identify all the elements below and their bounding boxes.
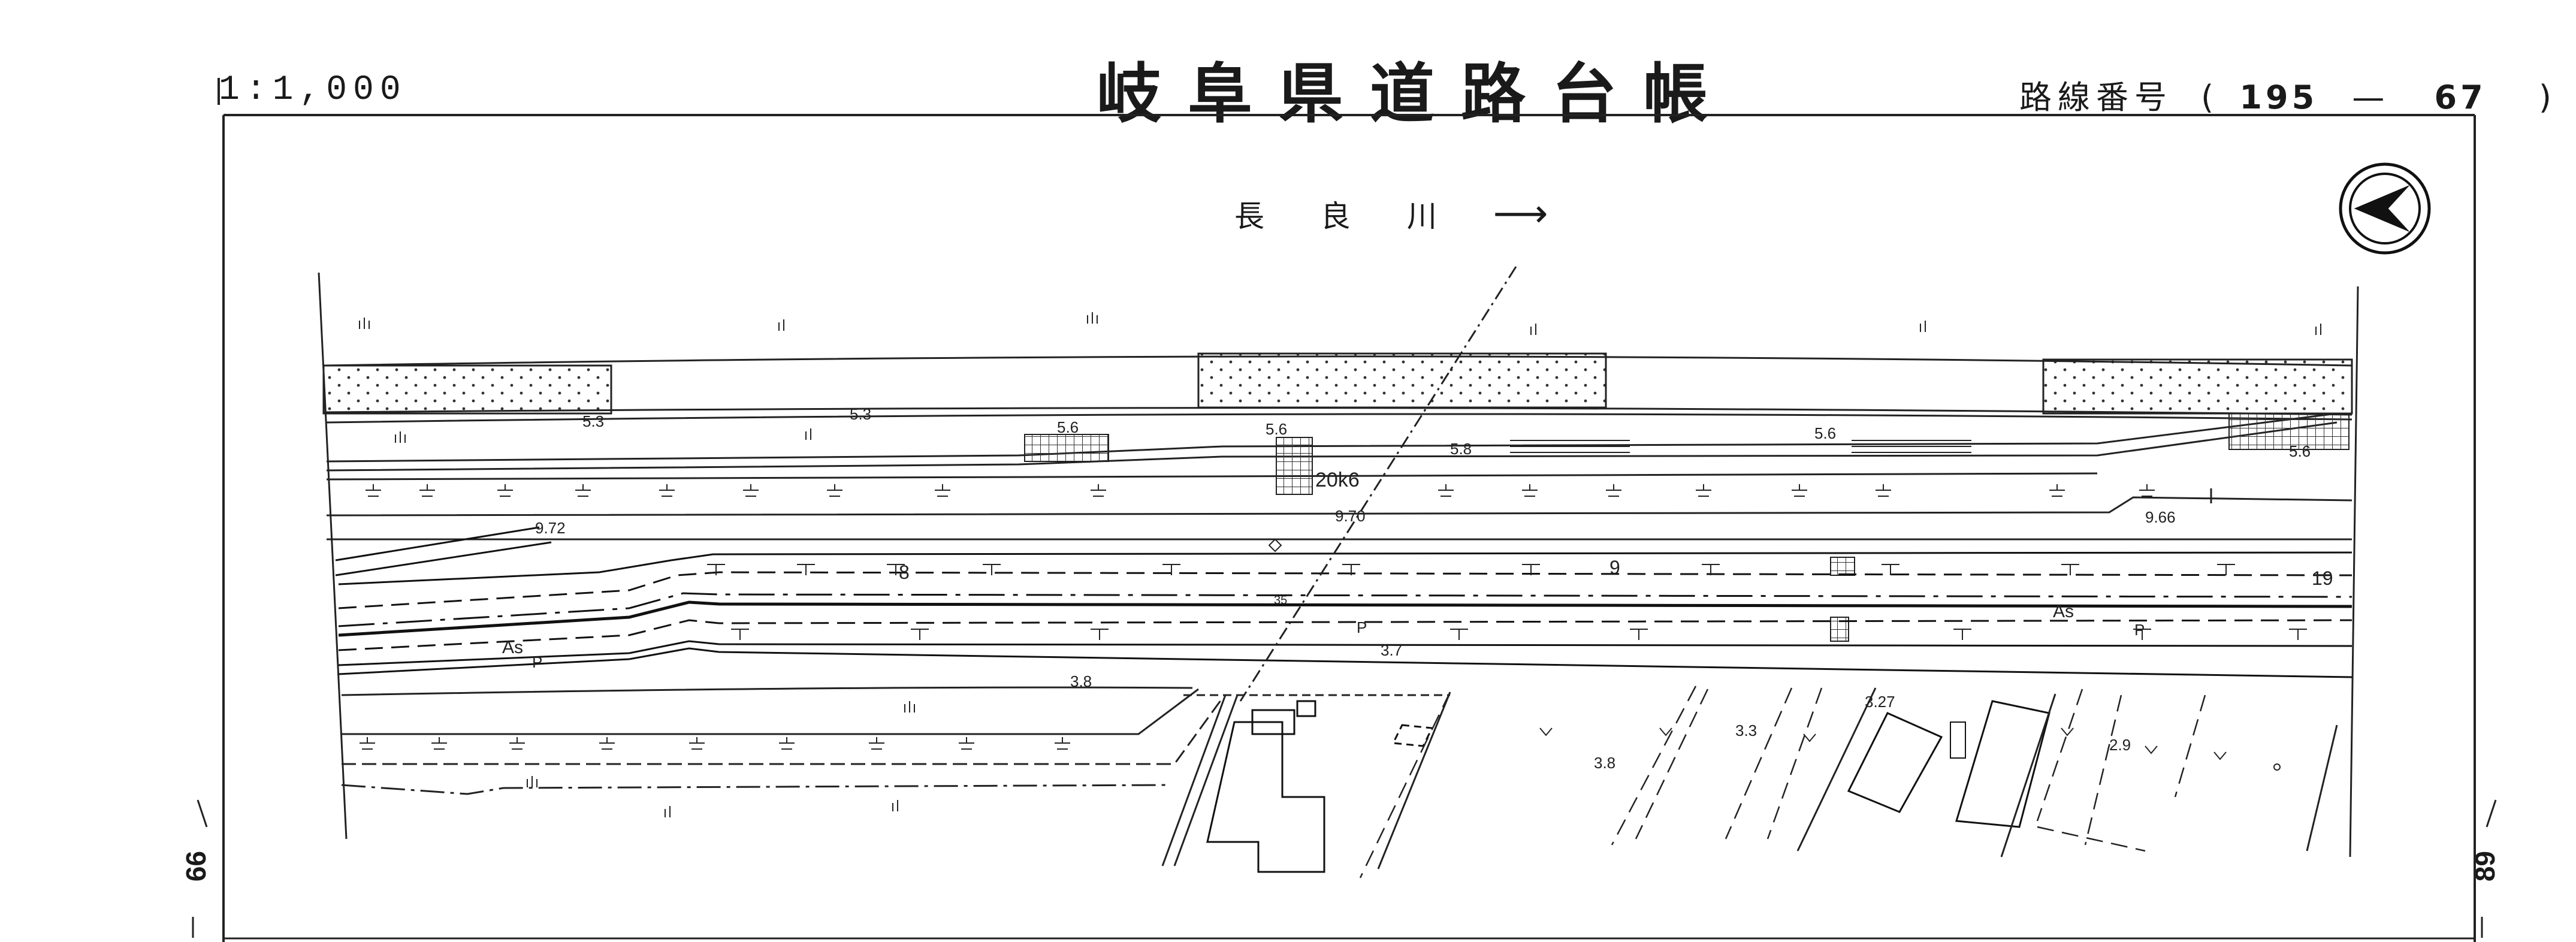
- lower-embankment: [341, 686, 1239, 866]
- river-char-1: 長: [1234, 199, 1264, 234]
- map-labels: 5.3 5.3 5.6 5.6 5.8 5.6 5.6 20k6 9.72 9.…: [502, 405, 2333, 772]
- structure-grid: [1024, 413, 2349, 642]
- property-lines: [1183, 687, 2338, 869]
- elevation-label: 5.3: [850, 405, 871, 423]
- elevation-label: 3.27: [1865, 693, 1895, 711]
- surface-label: As: [2053, 602, 2074, 621]
- station-label: 20k6: [1315, 469, 1360, 491]
- lane-edge-dashes: [335, 526, 552, 576]
- checkmark-symbols: [1268, 538, 2281, 771]
- route-number-value: 195: [2239, 78, 2318, 116]
- elevation-label: 5.8: [1450, 440, 1472, 458]
- elevation-label: 3.3: [1735, 721, 1757, 739]
- lane-label: 19: [2312, 567, 2333, 589]
- elevation-label: 5.3: [582, 412, 604, 430]
- route-number-dash: —: [2352, 78, 2385, 116]
- parcel-lines: [1359, 686, 2206, 878]
- lane-label: 9: [1609, 557, 1620, 578]
- route-number: 路線番号 ( 195 — 67 ): [2019, 71, 2551, 118]
- map-scale: 1:1,000: [219, 71, 407, 110]
- elevation-label: 3.8: [1594, 754, 1615, 772]
- route-paren-open: (: [2201, 78, 2214, 116]
- flow-arrow-icon: ⟶: [1493, 192, 1548, 236]
- grass-symbols: [359, 312, 2321, 817]
- road-carriageway: [338, 551, 2352, 678]
- elevation-label: 3.8: [1070, 672, 1092, 690]
- route-number-label: 路線番号: [2019, 78, 2173, 116]
- elevation-label: 9.70: [1335, 507, 1366, 525]
- embankment-hatch: [322, 352, 2353, 416]
- pavement-label: P: [1357, 618, 1367, 636]
- hatched-rows: [1510, 440, 1971, 453]
- elevation-label: 5.6: [1814, 424, 1836, 442]
- sheet-number-left: 99: [180, 851, 212, 882]
- river-char-3: 川: [1406, 199, 1437, 234]
- north-arrow-icon: [2339, 162, 2431, 255]
- elevation-label: 9.72: [535, 519, 566, 537]
- elevation-label: 9.66: [2145, 508, 2176, 526]
- section-line: [1239, 266, 1517, 702]
- levee-lines: [326, 412, 2352, 541]
- river-label: 長 良 川 ⟶: [1234, 192, 1548, 236]
- shoulder-symbols: [707, 564, 2307, 640]
- pavement-label: P: [532, 653, 542, 671]
- river-char-2: 良: [1320, 199, 1351, 234]
- slope-symbols: [360, 484, 2155, 750]
- route-section-value: 67: [2434, 78, 2487, 116]
- lane-label: 8: [899, 561, 910, 583]
- buildings: [1206, 700, 2050, 873]
- route-paren-close: ): [2538, 78, 2551, 116]
- elevation-label: 5.6: [2289, 442, 2311, 460]
- sheet-frame: [192, 78, 2497, 942]
- elevation-label: 2.9: [2109, 736, 2131, 754]
- pavement-label: P: [2134, 621, 2145, 639]
- surface-label: As: [502, 638, 523, 657]
- mark-label: 35: [1274, 594, 1287, 607]
- page-title: 岐阜県道路台帳: [1097, 57, 1735, 132]
- elevation-label: 5.6: [1057, 418, 1079, 436]
- elevation-label: 5.6: [1266, 420, 1287, 438]
- elevation-label: 3.7: [1381, 641, 1402, 659]
